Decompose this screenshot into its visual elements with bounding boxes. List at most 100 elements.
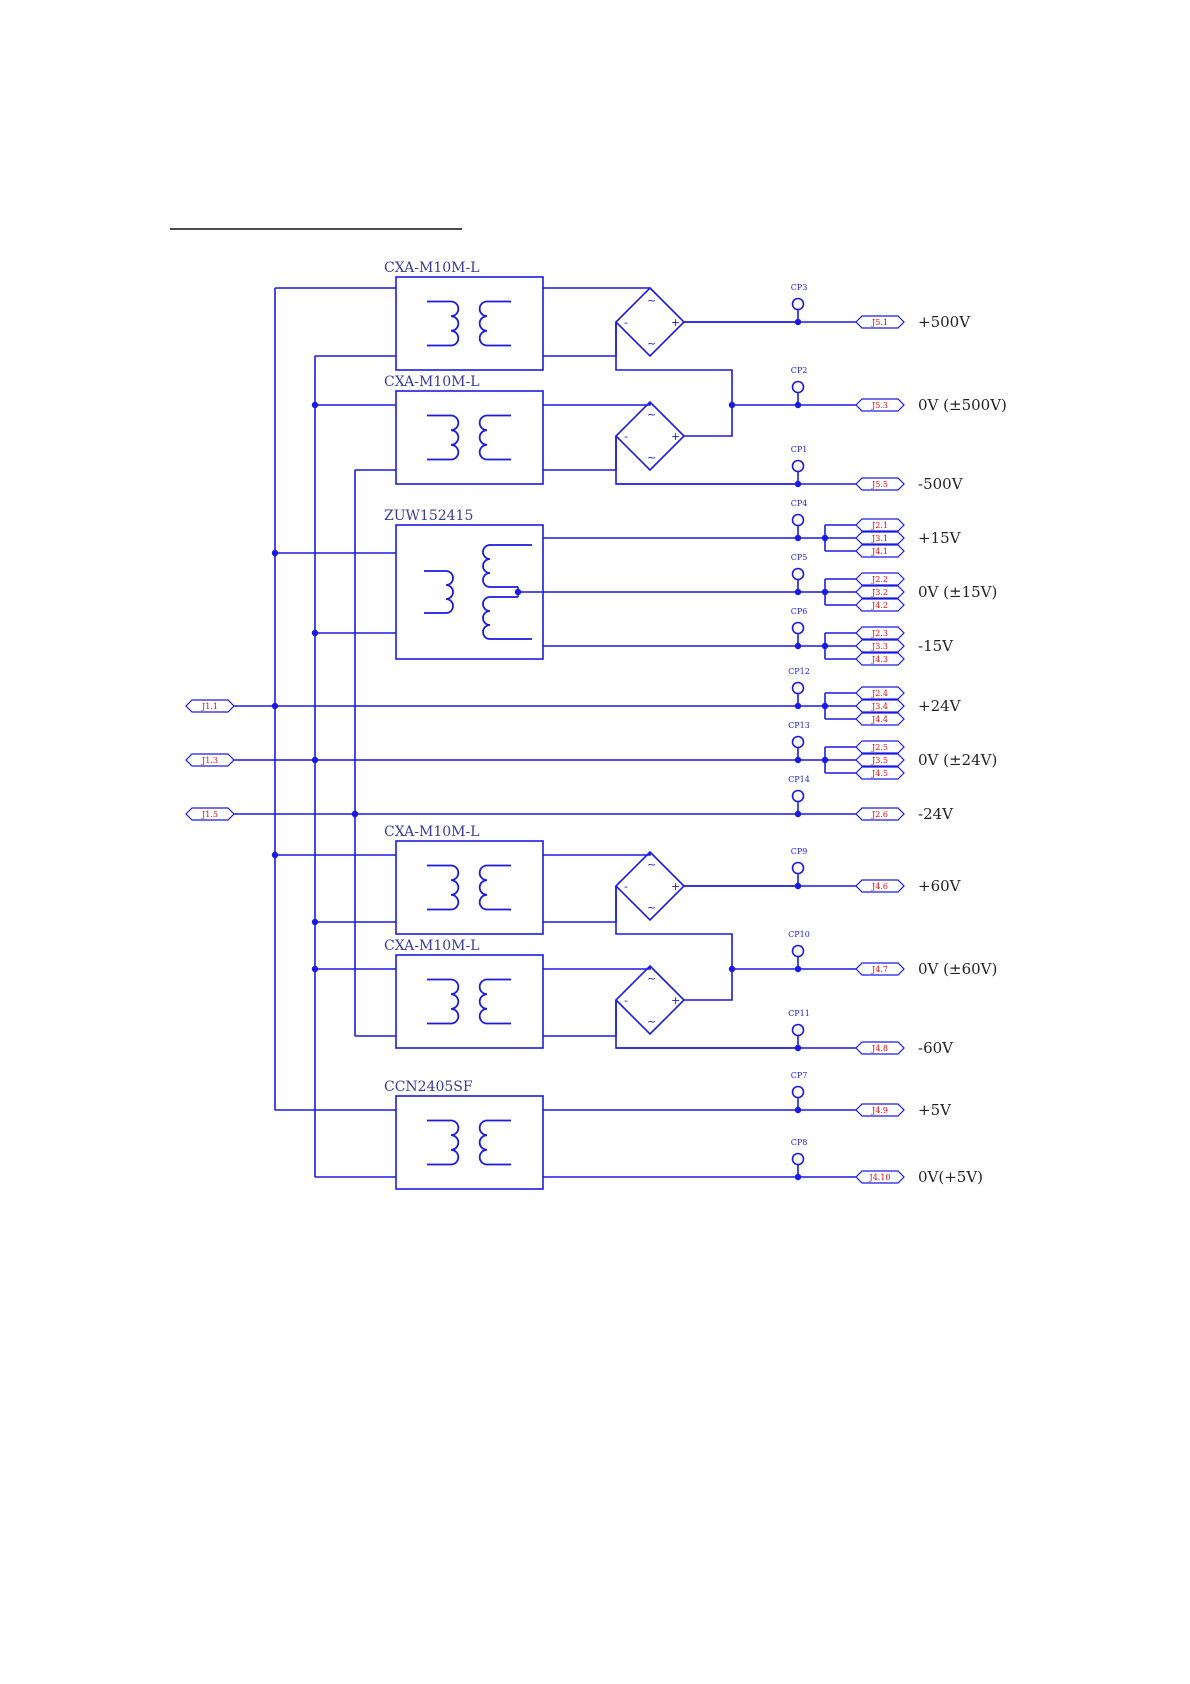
bridge-plus-symbol: +	[671, 430, 680, 443]
test-point-label: CP13	[788, 721, 810, 730]
test-point-label: CP2	[791, 366, 808, 375]
labels-layer: J1.1J1.3J1.5CXA-M10M-LCXA-M10M-LZUW15241…	[201, 260, 1007, 1186]
test-point-label: CP10	[788, 930, 810, 939]
rail-voltage-label: +24V	[918, 697, 962, 715]
output-connector	[855, 639, 905, 653]
connector-label: J3.5	[871, 756, 888, 765]
connector-label: J4.5	[871, 769, 888, 778]
output-connector	[855, 879, 905, 893]
connector-label: J2.4	[871, 689, 888, 698]
connector-label: J4.8	[871, 1044, 888, 1053]
bridge-ac-bottom-symbol: ~	[647, 901, 656, 914]
input-connector-label: J1.1	[201, 702, 218, 711]
bridge-ac-bottom-symbol: ~	[647, 451, 656, 464]
negative-wire	[615, 1000, 798, 1049]
primary-coil	[427, 978, 460, 1025]
common-wire	[615, 322, 733, 405]
common-wire	[615, 886, 733, 969]
output-connector	[855, 572, 905, 586]
connector-label: J2.6	[871, 810, 888, 819]
test-point-icon	[791, 297, 805, 311]
output-connector	[855, 962, 905, 976]
test-point-icon	[791, 1085, 805, 1099]
test-point-label: CP7	[791, 1071, 808, 1080]
output-connector	[855, 518, 905, 532]
transformer-symbol	[427, 414, 511, 461]
bridge-ac-top-symbol: ~	[647, 972, 656, 985]
bridge-minus-symbol: -	[624, 430, 628, 443]
test-point-label: CP11	[788, 1009, 810, 1018]
rail-voltage-label: 0V (±24V)	[918, 751, 997, 769]
test-point-label: CP8	[791, 1138, 808, 1147]
connector-label: J4.4	[871, 715, 888, 724]
connector-label: J4.2	[871, 601, 888, 610]
bridge-minus-symbol: -	[624, 316, 628, 329]
bridge-plus-symbol: +	[671, 880, 680, 893]
test-point-label: CP4	[791, 499, 808, 508]
test-point-icon	[791, 681, 805, 695]
connector-label: J4.6	[871, 882, 888, 891]
test-point-label: CP14	[788, 775, 810, 784]
connector-label: J4.9	[871, 1106, 888, 1115]
transformer-symbol	[427, 978, 511, 1025]
module-part-label: ZUW152415	[384, 508, 473, 524]
output-connector	[855, 598, 905, 612]
output-connector	[855, 1103, 905, 1117]
test-point-icon	[791, 735, 805, 749]
junction-dot	[271, 851, 279, 859]
secondary-wire	[543, 322, 617, 357]
junction-dot	[351, 810, 359, 818]
bridge-ac-top-symbol: ~	[647, 294, 656, 307]
junction-dot	[311, 918, 319, 926]
test-point-label: CP6	[791, 607, 808, 616]
output-connector	[855, 740, 905, 754]
dc-converter-module	[395, 954, 544, 1049]
connector-label: J5.1	[871, 318, 888, 327]
output-connector	[855, 652, 905, 666]
primary-coil	[427, 864, 460, 911]
module-part-label: CCN2405SF	[384, 1079, 473, 1095]
secondary-wire	[543, 886, 617, 923]
test-point-icon	[791, 789, 805, 803]
test-point-icon	[791, 1023, 805, 1037]
connector-label: J2.2	[871, 575, 888, 584]
rail-voltage-label: 0V (±60V)	[918, 960, 997, 978]
transformer-symbol	[427, 864, 511, 911]
common-wire	[684, 405, 733, 437]
rail-voltage-label: +500V	[918, 313, 971, 331]
test-point-icon	[791, 380, 805, 394]
output-connector	[855, 626, 905, 640]
primary-coil	[427, 1119, 460, 1166]
junction-dot	[311, 629, 319, 637]
test-point-label: CP3	[791, 283, 808, 292]
secondary-coil-lower	[482, 596, 532, 640]
test-point-label: CP9	[791, 847, 808, 856]
bridge-ac-top-symbol: ~	[647, 408, 656, 421]
output-connector	[855, 753, 905, 767]
secondary-wire	[543, 966, 651, 970]
connector-label: J4.1	[871, 547, 888, 556]
bridge-plus-symbol: +	[671, 994, 680, 1007]
rail-voltage-label: 0V(+5V)	[918, 1168, 983, 1186]
test-point-icon	[791, 944, 805, 958]
bridge-rectifier	[614, 400, 686, 472]
secondary-coil-upper	[482, 544, 532, 588]
connector-label: J4.3	[871, 655, 888, 664]
secondary-wire	[543, 852, 651, 856]
output-connector	[855, 531, 905, 545]
dc-converter-module	[395, 840, 544, 935]
output-connector	[855, 1170, 905, 1184]
test-point-icon	[791, 567, 805, 581]
test-point-icon	[791, 513, 805, 527]
test-point-label: CP5	[791, 553, 808, 562]
output-connector	[855, 315, 905, 329]
bridge-minus-symbol: -	[624, 994, 628, 1007]
connector-label: J2.1	[871, 521, 888, 530]
rail-voltage-label: -500V	[918, 475, 964, 493]
output-connector	[855, 544, 905, 558]
secondary-wire	[543, 436, 617, 471]
secondary-coil	[478, 300, 511, 347]
bridge-rectifier	[614, 286, 686, 358]
junction-dot	[311, 965, 319, 973]
secondary-coil	[478, 1119, 511, 1166]
